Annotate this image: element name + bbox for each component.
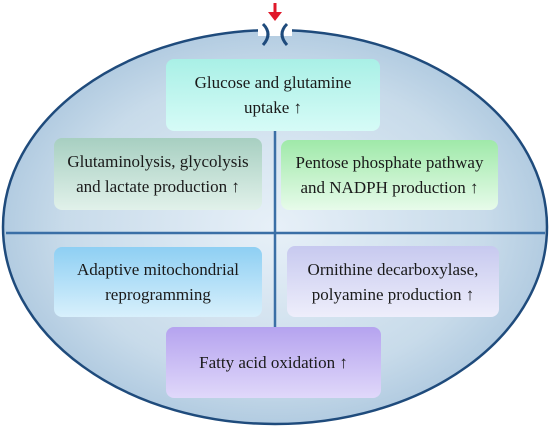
transporter-channel-icon [261, 22, 289, 47]
fatty-acid-oxidation-box: Fatty acid oxidation ↑ [166, 327, 381, 398]
ornithine-decarboxylase-box: Ornithine decarboxylase, polyamine produ… [287, 246, 499, 317]
mitochondrial-reprogramming-box: Adaptive mitochondrial reprogramming [54, 247, 262, 317]
pentose-phosphate-box: Pentose phosphate pathway and NADPH prod… [281, 140, 498, 210]
glutaminolysis-glycolysis-box: Glutaminolysis, glycolysis and lactate p… [54, 138, 262, 210]
glucose-glutamine-uptake-box: Glucose and glutamine uptake ↑ [166, 59, 380, 131]
down-arrow-icon [268, 3, 282, 21]
